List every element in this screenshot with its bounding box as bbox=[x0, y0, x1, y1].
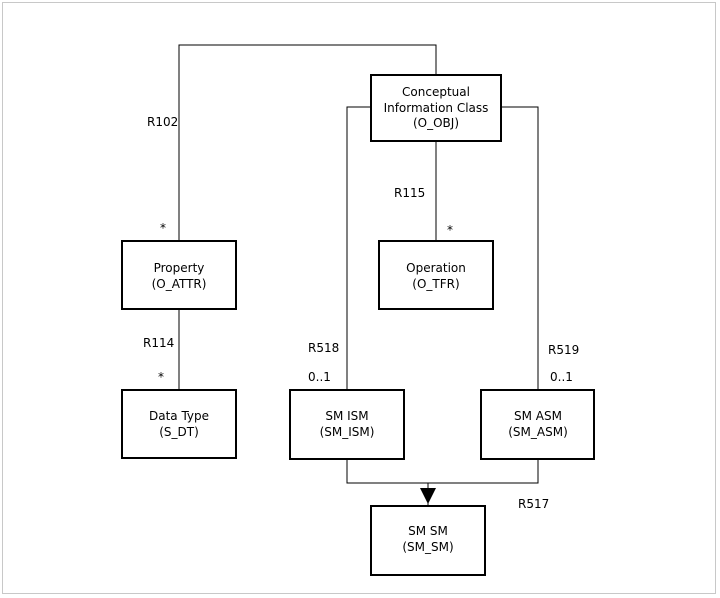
r102-line bbox=[178, 44, 437, 241]
r519-label: R519 bbox=[548, 343, 579, 357]
r102-label: R102 bbox=[147, 115, 178, 129]
connectors bbox=[178, 44, 539, 506]
class-sm-ism-line1: SM ISM bbox=[325, 409, 368, 423]
class-o-attr-line1: Property bbox=[154, 261, 205, 275]
class-s-dt-line2: (S_DT) bbox=[159, 425, 199, 439]
r102-multiplicity: * bbox=[160, 221, 166, 235]
class-o-attr: Property (O_ATTR) bbox=[121, 240, 237, 310]
class-o-obj-line2: Information Class bbox=[384, 101, 489, 115]
r519-line bbox=[501, 106, 539, 390]
r517-label: R517 bbox=[518, 497, 549, 511]
class-sm-asm: SM ASM (SM_ASM) bbox=[480, 389, 595, 460]
class-o-tfr: Operation (O_TFR) bbox=[378, 240, 494, 310]
class-sm-ism-line2: (SM_ISM) bbox=[320, 425, 375, 439]
class-sm-ism: SM ISM (SM_ISM) bbox=[289, 389, 405, 460]
r518-multiplicity: 0..1 bbox=[308, 370, 331, 384]
class-o-obj-line3: (O_OBJ) bbox=[413, 116, 459, 130]
r517-line bbox=[346, 459, 539, 484]
class-o-obj-line1: Conceptual bbox=[402, 85, 470, 99]
r115-multiplicity: * bbox=[447, 223, 453, 237]
class-sm-asm-line1: SM ASM bbox=[514, 409, 562, 423]
r114-label: R114 bbox=[143, 336, 174, 350]
class-o-tfr-line1: Operation bbox=[406, 261, 466, 275]
class-s-dt-line1: Data Type bbox=[149, 409, 209, 423]
class-s-dt: Data Type (S_DT) bbox=[121, 389, 237, 459]
class-sm-sm-line2: (SM_SM) bbox=[402, 540, 453, 554]
r115-label: R115 bbox=[394, 186, 425, 200]
class-o-attr-line2: (O_ATTR) bbox=[152, 277, 207, 291]
class-o-tfr-line2: (O_TFR) bbox=[412, 277, 459, 291]
r114-multiplicity: * bbox=[158, 370, 164, 384]
generalization-arrow bbox=[420, 488, 436, 504]
r518-line bbox=[346, 106, 371, 390]
r518-label: R518 bbox=[308, 341, 339, 355]
class-sm-sm-line1: SM SM bbox=[408, 524, 448, 538]
r519-multiplicity: 0..1 bbox=[550, 370, 573, 384]
class-o-obj: Conceptual Information Class (O_OBJ) bbox=[370, 74, 502, 142]
class-sm-asm-line2: (SM_ASM) bbox=[508, 425, 568, 439]
class-sm-sm: SM SM (SM_SM) bbox=[370, 505, 486, 576]
